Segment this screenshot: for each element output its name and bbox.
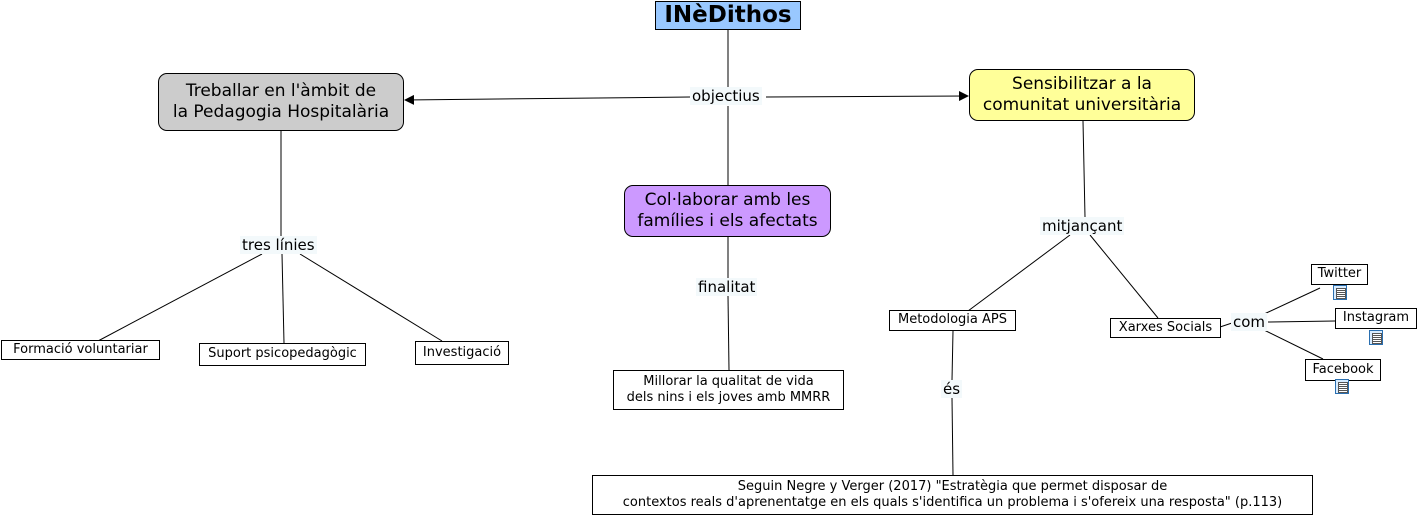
- link-label-mitjancant[interactable]: mitjançant: [1040, 217, 1125, 235]
- node-cita-seguin-negre[interactable]: Seguin Negre y Verger (2017) "Estratègia…: [592, 475, 1313, 515]
- facebook-resource-document-icon[interactable]: [1335, 379, 1349, 394]
- node-investigacio[interactable]: Investigació: [415, 341, 509, 365]
- node-xarxes-socials[interactable]: Xarxes Socials: [1110, 318, 1221, 338]
- node-millorar-qualitat[interactable]: Millorar la qualitat de vida dels nins i…: [613, 370, 844, 410]
- node-twitter[interactable]: Twitter: [1311, 264, 1368, 285]
- line-treslinies-formacio: [97, 253, 263, 342]
- instagram-resource-document-icon[interactable]: [1369, 330, 1383, 345]
- line-com-twitter: [1261, 287, 1321, 316]
- link-label-es[interactable]: és: [941, 380, 963, 398]
- node-suport-psicopedagogic[interactable]: Suport psicopedagògic: [199, 343, 366, 366]
- line-mitjancant-metodologia: [967, 234, 1071, 312]
- line-metodologia-es: [951, 330, 954, 381]
- line-mitjancant-xarxes: [1089, 234, 1159, 319]
- line-es-cita: [951, 397, 954, 476]
- link-label-tres-linies[interactable]: tres línies: [240, 236, 317, 254]
- line-com-instagram: [1267, 320, 1336, 323]
- line-sensibilitzar-mitjancant: [1082, 120, 1086, 218]
- node-formacio-voluntariar[interactable]: Formació voluntariar: [1, 340, 160, 360]
- line-objectius-sensibilitzar: [765, 91, 969, 102]
- link-label-com[interactable]: com: [1231, 313, 1268, 331]
- twitter-resource-document-icon[interactable]: [1333, 285, 1347, 300]
- link-label-finalitat[interactable]: finalitat: [696, 278, 758, 296]
- line-finalitat-millorar: [727, 295, 730, 371]
- node-metodologia-aps[interactable]: Metodologia APS: [889, 310, 1016, 331]
- line-treslinies-investigacio: [299, 253, 443, 342]
- line-objectius-pedagogia: [404, 94, 691, 105]
- node-facebook[interactable]: Facebook: [1305, 359, 1381, 381]
- line-xarxes-com: [1219, 322, 1233, 328]
- node-collaborar[interactable]: Col·laborar amb les famílies i els afect…: [624, 185, 831, 237]
- node-instagram[interactable]: Instagram: [1335, 308, 1417, 329]
- link-label-objectius[interactable]: objectius: [690, 87, 762, 105]
- node-pedagogia-hospitalaria[interactable]: Treballar en l'àmbit de la Pedagogia Hos…: [158, 73, 404, 131]
- line-treslinies-suport: [281, 253, 285, 344]
- root-node-inedithos[interactable]: INèDithos: [655, 1, 801, 30]
- line-com-facebook: [1261, 328, 1324, 360]
- node-sensibilitzar[interactable]: Sensibilitzar a la comunitat universitàr…: [969, 69, 1195, 121]
